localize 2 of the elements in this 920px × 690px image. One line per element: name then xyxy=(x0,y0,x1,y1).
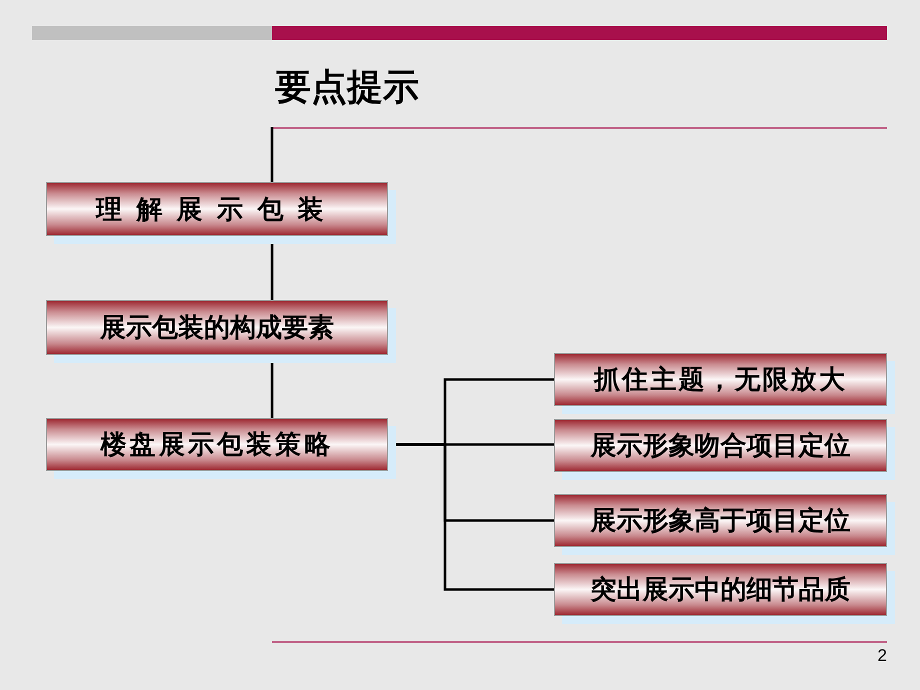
title: 要点提示 xyxy=(275,66,419,110)
page-number: 2 xyxy=(878,646,887,666)
